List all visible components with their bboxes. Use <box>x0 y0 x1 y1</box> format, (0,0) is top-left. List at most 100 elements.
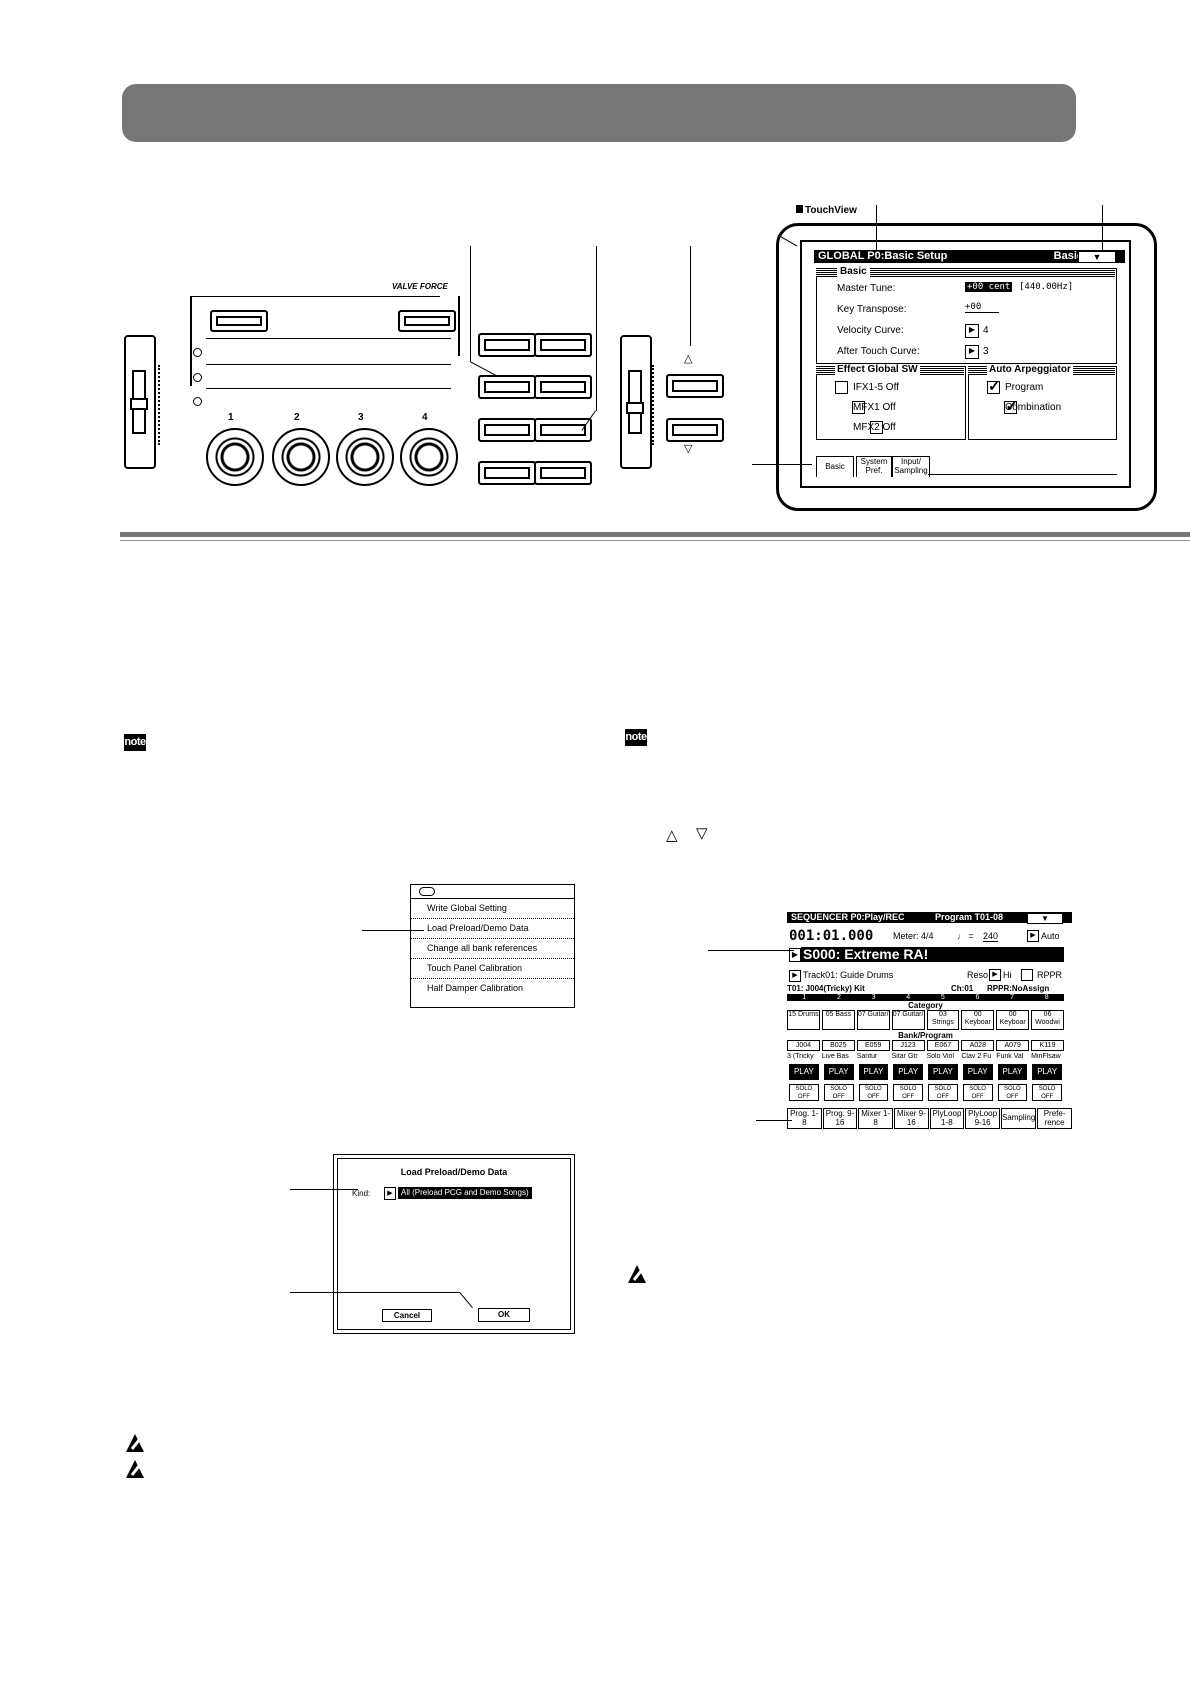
seq-tab-plyloop-1-8[interactable]: PlyLoop 1-8 <box>929 1108 965 1129</box>
song-select-popup[interactable]: ▶ <box>789 948 801 962</box>
play-button[interactable]: PLAY <box>962 1064 993 1080</box>
seq-tab-mixer-1-8[interactable]: Mixer 1-8 <box>858 1108 893 1129</box>
led-line-3 <box>206 388 451 389</box>
seq-tab-prog-9-16[interactable]: Prog. 9-16 <box>822 1108 858 1129</box>
track-select: Track01: Guide Drums <box>803 970 894 980</box>
solo-button[interactable]: SOLO OFF <box>893 1084 923 1101</box>
mfx1-checkbox[interactable] <box>852 401 866 414</box>
mode-button-1[interactable] <box>478 333 536 357</box>
play-button[interactable]: PLAY <box>997 1064 1028 1080</box>
tab-input-sampling[interactable]: Input/ Sampling <box>892 456 930 477</box>
play-button[interactable]: PLAY <box>823 1064 854 1080</box>
page-menu-popup: Write Global Setting Load Preload/Demo D… <box>410 884 575 1008</box>
seq-meter[interactable]: Meter: 4/4 <box>893 931 934 941</box>
menu-header <box>411 885 574 899</box>
menu-item-touch-panel[interactable]: Touch Panel Calibration <box>411 959 574 979</box>
seq-menu-button[interactable]: ▼ <box>1027 913 1063 924</box>
kind-label: Kind: <box>352 1189 371 1198</box>
kind-popup-button[interactable]: ▶ <box>384 1187 396 1200</box>
menu-item-change-bank[interactable]: Change all bank references <box>411 939 574 959</box>
mode-button-4[interactable] <box>534 375 592 399</box>
after-touch-curve-value: 3 <box>983 346 989 357</box>
solo-button[interactable]: SOLO OFF <box>789 1084 819 1101</box>
effect-group-label: Effect Global SW <box>835 364 920 375</box>
play-button[interactable]: PLAY <box>1032 1064 1062 1080</box>
play-button[interactable]: PLAY <box>893 1064 923 1080</box>
master-tune-value[interactable]: +00 cent <box>965 282 1013 292</box>
seq-tab-plyloop-9-16[interactable]: PlyLoop 9-16 <box>965 1108 1000 1129</box>
value-slider-left[interactable] <box>124 335 156 469</box>
arp-program-checkbox[interactable] <box>987 377 1001 395</box>
panel-button-b[interactable] <box>398 310 456 332</box>
mfx2-checkbox[interactable] <box>869 421 883 434</box>
arp-combination-checkbox[interactable] <box>1004 397 1018 415</box>
after-touch-curve-popup[interactable]: ▶ <box>965 345 979 359</box>
panel-button-a[interactable] <box>210 310 268 332</box>
category-cell[interactable]: 15 Drums <box>787 1010 820 1030</box>
mode-button-6[interactable] <box>534 418 592 442</box>
menu-item-write-global[interactable]: Write Global Setting <box>411 899 574 919</box>
mode-button-2[interactable] <box>534 333 592 357</box>
category-cell[interactable]: 05 Bass <box>821 1010 855 1030</box>
dec-button[interactable] <box>666 418 724 442</box>
solo-button[interactable]: SOLO OFF <box>823 1084 854 1101</box>
dialog-title: Load Preload/Demo Data <box>400 1167 508 1177</box>
category-cell[interactable]: 00 Keyboar <box>996 1010 1030 1030</box>
seq-tab-preference[interactable]: Prefe- rence <box>1037 1108 1072 1129</box>
tab-basic[interactable]: Basic <box>816 456 854 477</box>
reso-popup[interactable]: ▶ <box>989 969 1001 981</box>
key-transpose-value[interactable]: +00 <box>965 302 999 313</box>
bank-program-cell[interactable]: A028 <box>961 1040 995 1051</box>
ok-button[interactable]: OK <box>478 1308 530 1322</box>
solo-button[interactable]: SOLO OFF <box>1032 1084 1062 1101</box>
solo-button[interactable]: SOLO OFF <box>928 1084 958 1101</box>
kind-value[interactable]: All (Preload PCG and Demo Songs) <box>398 1187 532 1199</box>
category-cell[interactable]: 03 Strings <box>926 1010 960 1030</box>
mode-button-5[interactable] <box>478 418 536 442</box>
seq-tab-mixer-9-16[interactable]: Mixer 9-16 <box>893 1108 929 1129</box>
play-button[interactable]: PLAY <box>789 1064 819 1080</box>
knob-1[interactable] <box>206 428 264 486</box>
solo-button[interactable]: SOLO OFF <box>962 1084 993 1101</box>
knob-3[interactable] <box>336 428 394 486</box>
song-name[interactable]: S000: Extreme RA! <box>801 947 1064 962</box>
seq-position[interactable]: 001:01.000 <box>789 928 874 944</box>
mode-button-7[interactable] <box>478 461 536 485</box>
seq-tab-prog-1-8[interactable]: Prog. 1-8 <box>787 1108 822 1129</box>
category-cell[interactable]: 00 Keyboar <box>961 1010 995 1030</box>
seq-tempo[interactable]: 240 <box>983 931 999 942</box>
solo-button[interactable]: SOLO OFF <box>858 1084 889 1101</box>
mode-button-8[interactable] <box>534 461 592 485</box>
cancel-button[interactable]: Cancel <box>382 1309 432 1322</box>
track-num-5: 5 <box>940 994 945 1001</box>
knob-4[interactable] <box>400 428 458 486</box>
category-cell[interactable]: 07 Guitar/ <box>891 1010 925 1030</box>
mode-button-3[interactable] <box>478 375 536 399</box>
bank-program-cell[interactable]: E067 <box>926 1040 960 1051</box>
bank-program-cell[interactable]: E059 <box>856 1040 890 1051</box>
bank-program-cell[interactable]: A079 <box>996 1040 1030 1051</box>
knob-2[interactable] <box>272 428 330 486</box>
inc-button[interactable] <box>666 374 724 398</box>
track-select-popup[interactable]: ▶ <box>789 970 801 982</box>
tab-system-pref[interactable]: System Pref. <box>856 456 892 477</box>
velocity-curve-popup[interactable]: ▶ <box>965 324 979 338</box>
category-cell[interactable]: 07 Guitar/ <box>856 1010 890 1030</box>
play-button[interactable]: PLAY <box>928 1064 958 1080</box>
bank-program-cell[interactable]: K119 <box>1031 1040 1064 1051</box>
menu-item-half-damper[interactable]: Half Damper Calibration <box>427 983 524 993</box>
page-menu-button[interactable]: ▼ <box>1078 251 1116 263</box>
track-info-line: T01: J004(Tricky) Kit Ch:01 RPPR:NoAssig… <box>787 984 1064 993</box>
bank-program-cell[interactable]: J123 <box>891 1040 925 1051</box>
category-cell[interactable]: 06 Woodwi <box>1031 1010 1064 1030</box>
menu-item-load-preload[interactable]: Load Preload/Demo Data <box>411 919 574 939</box>
ifx-checkbox[interactable] <box>835 381 848 394</box>
bank-program-cell[interactable]: B025 <box>821 1040 855 1051</box>
seq-tab-sampling[interactable]: Sampling <box>1000 1108 1037 1129</box>
play-button[interactable]: PLAY <box>858 1064 889 1080</box>
seq-tempo-mode-popup[interactable]: ▶ <box>1027 930 1039 942</box>
bank-program-cell[interactable]: J004 <box>787 1040 820 1051</box>
rppr-checkbox[interactable] <box>1021 969 1033 981</box>
solo-button[interactable]: SOLO OFF <box>997 1084 1028 1101</box>
program-name: 3 (Tricky <box>787 1053 814 1060</box>
